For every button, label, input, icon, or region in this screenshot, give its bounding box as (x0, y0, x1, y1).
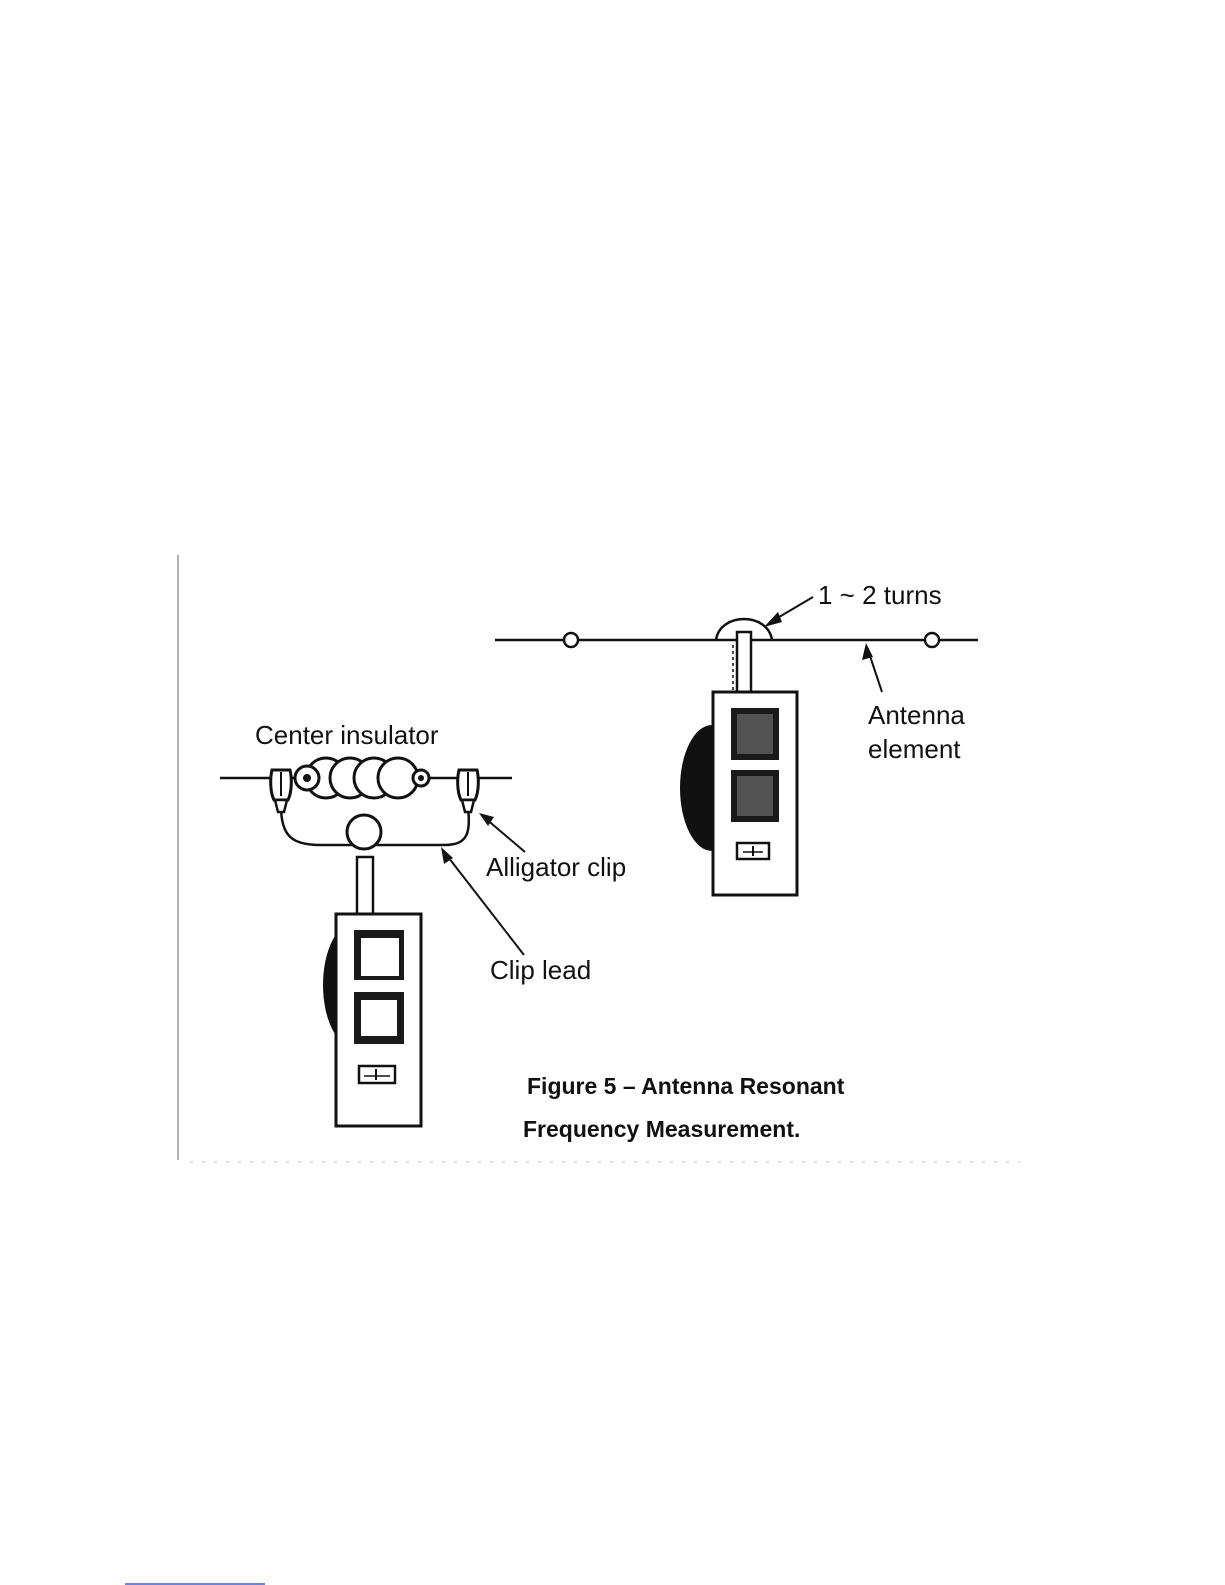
antenna-node-right (925, 633, 939, 647)
coupling-setup: 1 ~ 2 turns Antenna element (495, 580, 978, 895)
figure-caption-line1: Figure 5 – Antenna Resonant (527, 1073, 845, 1099)
alligator-clip-leader (485, 818, 525, 852)
antenna-label-line1: Antenna (868, 700, 965, 730)
dipper-stem-left (357, 857, 373, 915)
antenna-label-line2: element (868, 734, 961, 764)
antenna-node-left (564, 633, 578, 647)
alligator-clip-right (458, 770, 479, 812)
turns-arrowhead (764, 612, 782, 627)
clip-lead-setup: Center insulator (220, 720, 626, 1126)
alligator-clip-label: Alligator clip (486, 852, 626, 882)
center-insulator (295, 758, 429, 798)
dipper-coil-left (347, 815, 381, 849)
alligator-clip-left (271, 770, 292, 812)
dipper-coil-stem (737, 632, 751, 694)
clip-lead-label: Clip lead (490, 955, 591, 985)
figure-caption-line2: Frequency Measurement. (523, 1116, 800, 1142)
turns-label: 1 ~ 2 turns (818, 580, 942, 610)
center-insulator-label: Center insulator (255, 720, 439, 750)
